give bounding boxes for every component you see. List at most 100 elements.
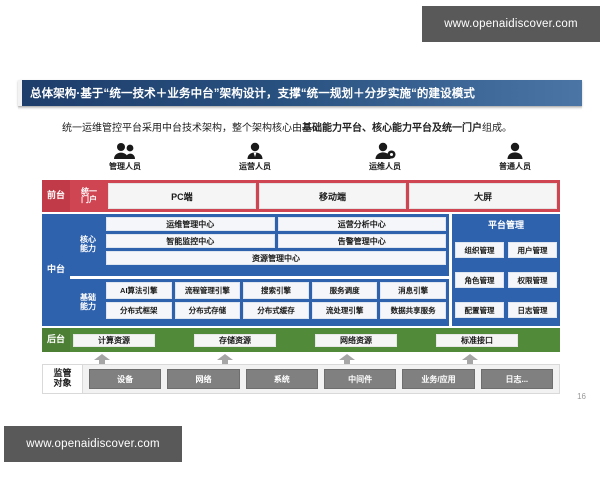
persona-label: 运营人员 [239,162,271,171]
slide-subtitle: 统一运维管控平台采用中台技术架构，整个架构核心由基础能力平台、核心能力平台及统一… [62,119,562,134]
platform-card-user[interactable]: 用户管理 [508,242,557,258]
middle-capability-column: 核心能力 运维管理中心 运营分析中心 智能监控中心 告警管理中心 资源管理中心 [70,214,449,326]
supervision-row: 监管对象 设备 网络 系统 中间件 业务/应用 日志... [42,364,560,394]
arrow-cell-1 [70,353,193,366]
base-card-distributed-framework[interactable]: 分布式框架 [106,302,172,319]
base-card-service-scheduling[interactable]: 服务调度 [311,282,378,299]
core-capability-line-2: 智能监控中心 告警管理中心 [106,234,446,248]
watermark-top: www.openaidiscover.com [422,6,600,42]
supervision-card-log[interactable]: 日志... [480,369,553,389]
middle-layer-row: 中台 核心能力 运维管理中心 运营分析中心 智能监控中心 告警管理中心 [42,214,560,326]
base-capability-line-2: 分布式框架 分布式存储 分布式缓存 流处理引擎 数据共享服务 [106,302,446,319]
supervision-card-middleware[interactable]: 中间件 [323,369,397,389]
core-card-alarm-mgmt[interactable]: 告警管理中心 [277,234,446,248]
platform-management-title: 平台管理 [487,220,524,230]
core-card-resource-mgmt[interactable]: 资源管理中心 [106,251,446,265]
platform-card-config[interactable]: 配置管理 [455,302,504,318]
back-layer-tag: 后台 [42,328,70,352]
back-slot-3: 网络资源 [315,333,436,347]
persona-operation: 运营人员 [190,142,320,178]
base-card-search-engine[interactable]: 搜索引擎 [243,282,309,299]
arrow-up-icon [216,353,233,366]
supervision-tag: 监管对象 [42,364,82,394]
base-card-data-sharing[interactable]: 数据共享服务 [380,302,446,319]
base-capability-line-1: AI算法引擎 流程管理引擎 搜索引擎 服务调度 消息引擎 [106,282,446,299]
subtitle-suffix: 组成。 [482,123,512,134]
platform-line-2: 角色管理 权限管理 [455,267,557,293]
subtitle-emphasis: 基础能力平台、核心能力平台及统一门户 [302,123,482,134]
front-layer-tag: 前台 [42,180,70,212]
persona-admin: 管理人员 [60,142,190,178]
core-capability-line-1: 运维管理中心 运营分析中心 [106,217,446,231]
core-capability-label: 核心能力 [80,235,96,253]
base-card-distributed-storage[interactable]: 分布式存储 [174,302,241,319]
platform-card-log[interactable]: 日志管理 [508,302,557,318]
back-layer-body: 计算资源 存储资源 网络资源 标准接口 [70,328,560,352]
front-layer-row: 前台 统一门户 PC端 移动端 大屏 [42,180,560,212]
core-card-ops-mgmt[interactable]: 运维管理中心 [106,217,275,231]
core-card-operation-analysis[interactable]: 运营分析中心 [277,217,446,231]
arrow-up-icon [339,353,355,366]
back-card-storage[interactable]: 存储资源 [194,333,276,347]
persona-general: 普通人员 [450,142,580,178]
middle-layer-body: 核心能力 运维管理中心 运营分析中心 智能监控中心 告警管理中心 资源管理中心 [70,214,560,326]
core-card-smart-monitor[interactable]: 智能监控中心 [106,234,275,248]
user-gear-icon [372,142,398,160]
core-capability-block: 核心能力 运维管理中心 运营分析中心 智能监控中心 告警管理中心 资源管理中心 [70,214,449,276]
upward-arrow-row [70,353,561,366]
platform-line-1: 组织管理 用户管理 [455,237,557,263]
core-capability-grid: 运维管理中心 运营分析中心 智能监控中心 告警管理中心 资源管理中心 [106,217,446,273]
title-accent-bar [18,80,22,106]
base-card-distributed-cache[interactable]: 分布式缓存 [243,302,309,319]
base-card-message-engine[interactable]: 消息引擎 [380,282,446,299]
platform-card-permission[interactable]: 权限管理 [508,272,557,288]
users-group-icon [112,142,138,160]
persona-ops: 运维人员 [320,142,450,178]
front-card-mobile[interactable]: 移动端 [258,183,407,209]
subtitle-prefix: 统一运维管控平台采用中台技术架构，整个架构核心由 [62,123,302,134]
user-tie-icon [242,142,268,160]
base-card-process-engine[interactable]: 流程管理引擎 [174,282,241,299]
unified-portal-tag: 统一门户 [73,183,105,209]
back-slot-2: 存储资源 [194,333,315,347]
arrow-up-icon [461,353,478,366]
persona-row: 管理人员 运营人员 运维人员 普通人员 [60,142,580,178]
base-card-ai-engine[interactable]: AI算法引擎 [106,282,172,299]
watermark-bottom: www.openaidiscover.com [4,426,182,462]
back-card-compute[interactable]: 计算资源 [73,333,155,347]
back-slot-1: 计算资源 [73,333,194,347]
middle-layer-tag: 中台 [42,214,70,326]
supervision-card-business-app[interactable]: 业务/应用 [402,369,475,389]
back-card-standard-interface[interactable]: 标准接口 [436,333,518,347]
base-card-stream-engine[interactable]: 流处理引擎 [311,302,378,319]
supervision-card-device[interactable]: 设备 [89,369,162,389]
supervision-body: 设备 网络 系统 中间件 业务/应用 日志... [82,364,560,394]
platform-line-3: 配置管理 日志管理 [455,297,557,323]
front-card-pc[interactable]: PC端 [108,183,256,209]
core-capability-line-3: 资源管理中心 [106,251,446,265]
platform-card-org[interactable]: 组织管理 [455,242,504,258]
front-layer-body: 统一门户 PC端 移动端 大屏 [70,180,560,212]
supervision-card-network[interactable]: 网络 [167,369,240,389]
slide-title: 总体架构·基于“统一技术＋业务中台”架构设计，支撑“统一规划＋分步实施“的建设模… [30,88,475,100]
slide-title-band: 总体架构·基于“统一技术＋业务中台”架构设计，支撑“统一规划＋分步实施“的建设模… [18,80,582,106]
platform-card-role[interactable]: 角色管理 [455,272,504,288]
back-card-network[interactable]: 网络资源 [315,333,397,347]
base-capability-block: 基础能力 AI算法引擎 流程管理引擎 搜索引擎 服务调度 消息引擎 分布式框架 … [70,279,449,326]
back-slot-4: 标准接口 [436,333,557,347]
persona-label: 管理人员 [109,162,141,171]
back-layer-row: 后台 计算资源 存储资源 网络资源 标准接口 [42,328,560,352]
persona-label: 运维人员 [369,162,401,171]
base-capability-grid: AI算法引擎 流程管理引擎 搜索引擎 服务调度 消息引擎 分布式框架 分布式存储… [106,282,446,323]
page-number: 16 [577,392,586,401]
base-capability-label: 基础能力 [80,292,96,311]
platform-management-grid: 组织管理 用户管理 角色管理 权限管理 配置管理 日志管理 [455,237,557,323]
arrow-cell-4 [438,353,561,366]
title-band-shadow [18,106,582,110]
arrow-cell-2 [193,353,316,366]
arrow-up-icon [94,353,110,366]
supervision-card-system[interactable]: 系统 [245,369,318,389]
persona-label: 普通人员 [499,162,531,171]
front-card-bigscreen[interactable]: 大屏 [409,183,558,209]
